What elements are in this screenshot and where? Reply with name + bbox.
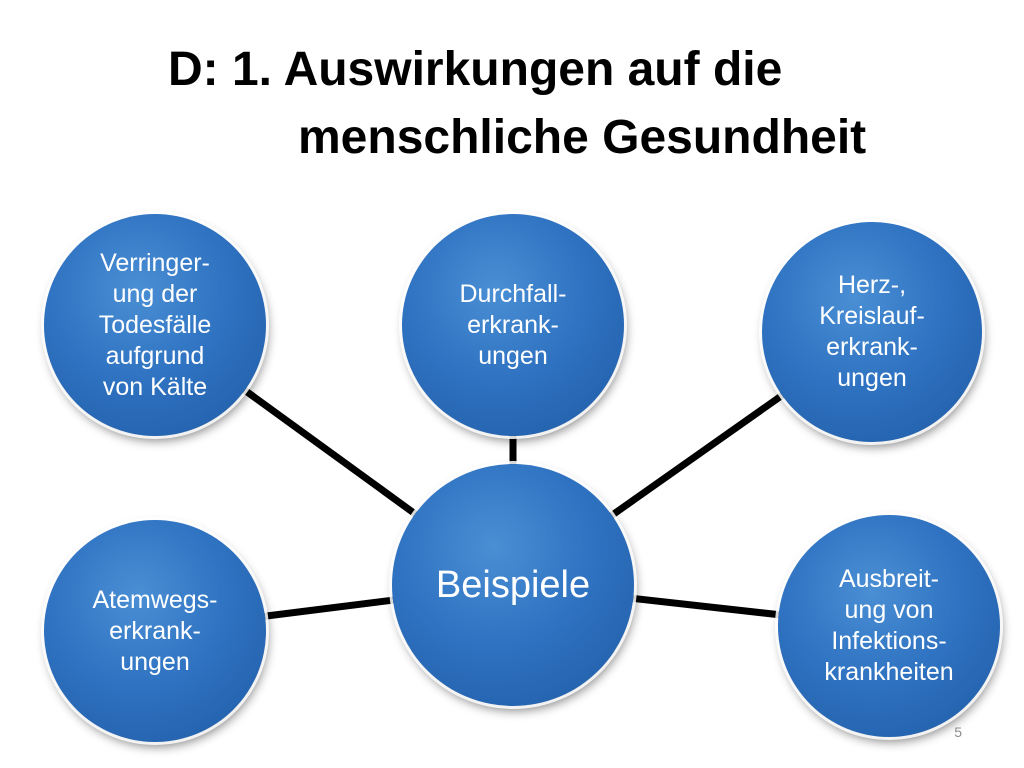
center-label: Beispiele	[435, 564, 591, 606]
page-number: 5	[954, 724, 962, 740]
node-atemwege: Atemwegs- erkrank- ungen	[44, 520, 266, 742]
node-label: Ausbreit- ung von Infektions- krankheite…	[824, 565, 954, 686]
node-label: Durchfall- erkrank- ungen	[459, 279, 567, 370]
node-label: Atemwegs- erkrank- ungen	[92, 585, 218, 676]
node-label: Herz-, Kreislauf- erkrank- ungen	[819, 271, 925, 392]
title-line-1: D: 1. Auswirkungen auf die	[168, 43, 783, 96]
node-kaelte: Verringer- ung der Todesfälle aufgrund v…	[44, 214, 266, 436]
node-label: Verringer- ung der Todesfälle aufgrund v…	[98, 248, 212, 401]
slide-title: D: 1. Auswirkungen auf die menschliche G…	[0, 36, 1024, 172]
node-herz-kreislauf: Herz-, Kreislauf- erkrank- ungen	[762, 222, 982, 442]
title-line-2: menschliche Gesundheit	[298, 111, 867, 164]
node-infektionen: Ausbreit- ung von Infektions- krankheite…	[778, 515, 1000, 737]
node-durchfall: Durchfall- erkrank- ungen	[402, 214, 624, 436]
node-center-beispiele: Beispiele	[392, 464, 634, 706]
